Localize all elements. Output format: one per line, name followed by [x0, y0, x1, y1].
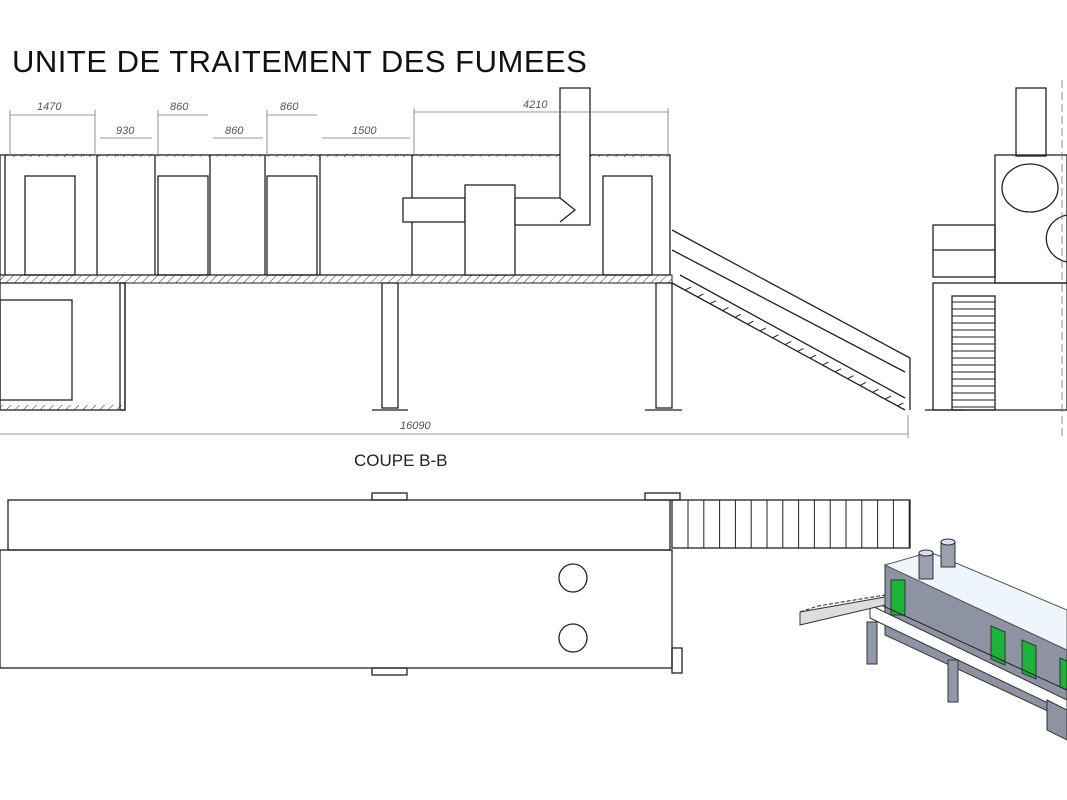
- drawing-line: [684, 286, 692, 291]
- drawing-line: [722, 307, 729, 311]
- drawing-line: [709, 300, 717, 305]
- dim-860-b: 860: [225, 125, 244, 137]
- dim-860-c: 860: [280, 101, 299, 113]
- drawing-line: [884, 395, 892, 400]
- drawing-line: [847, 375, 854, 380]
- dim-1470: 1470: [37, 101, 62, 113]
- drawing-line: [809, 354, 817, 359]
- drawing-line: [772, 334, 779, 339]
- drawing-line: [734, 313, 742, 318]
- drawing-line: [697, 293, 704, 298]
- dim-860-a: 860: [170, 101, 189, 113]
- dim-930: 930: [116, 125, 135, 137]
- dim-16090: 16090: [400, 420, 431, 432]
- section-label: COUPE B-B: [354, 451, 448, 470]
- drawing-line: [822, 361, 829, 366]
- end-view: [925, 80, 1067, 440]
- drawing-line: [872, 388, 879, 393]
- dim-4210: 4210: [523, 99, 548, 111]
- lower-room: [0, 282, 126, 411]
- stairs: [671, 229, 911, 411]
- drawing-line: [859, 382, 867, 386]
- dimension-chain: 1470 930 860 860 860 1500 4210 16090: [0, 99, 909, 438]
- drawing-title: UNITE DE TRAITEMENT DES FUMEES: [12, 44, 588, 79]
- drawing-line: [797, 347, 804, 352]
- drawing-line: [834, 368, 842, 373]
- drawing-line: [784, 341, 792, 346]
- isometric-view: [799, 538, 1067, 741]
- door-green: [890, 579, 906, 616]
- drawing-line: [897, 402, 904, 407]
- plan-view: [0, 492, 911, 676]
- dim-1500: 1500: [352, 125, 377, 137]
- duct-and-chimney: [402, 87, 591, 276]
- drawing-line: [759, 327, 767, 332]
- columns: [372, 282, 682, 411]
- partitions: [4, 155, 413, 275]
- doors: [24, 175, 653, 276]
- drawing-line: [747, 320, 754, 325]
- side-elevation: 1470 930 860 860 860 1500 4210 16090: [0, 87, 911, 438]
